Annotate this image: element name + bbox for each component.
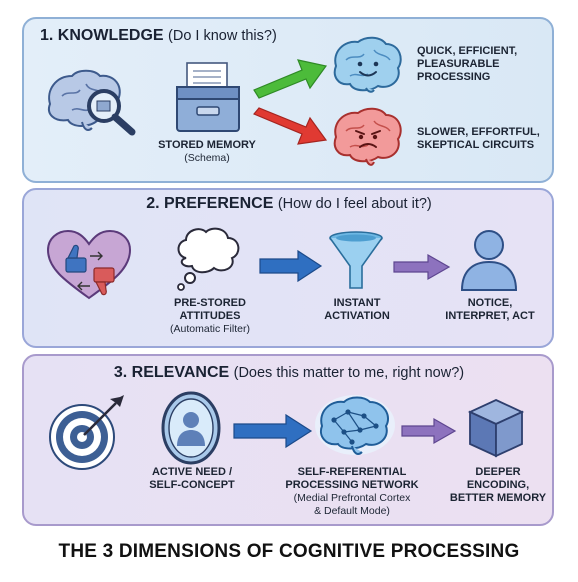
activation-line-2: ACTIVATION: [324, 310, 390, 322]
quick-processing-label: QUICK, EFFICIENT, PLEASURABLE PROCESSING: [417, 45, 517, 84]
knowledge-heading: 1. KNOWLEDGE: [40, 27, 164, 44]
heart-thumbs-icon: [46, 229, 132, 300]
notice-interpret-act-label: NOTICE, INTERPRET, ACT: [428, 297, 552, 323]
stored-memory-title: STORED MEMORY: [158, 139, 256, 151]
deeper-encoding-label: DEEPER ENCODING, BETTER MEMORY: [434, 466, 562, 505]
active-need-label: ACTIVE NEED / SELF-CONCEPT: [130, 466, 254, 492]
stored-memory-sub: (Schema): [184, 152, 230, 164]
network-line-2: PROCESSING NETWORK: [285, 479, 419, 491]
relevance-question: (Does this matter to me, right now?): [233, 365, 465, 381]
slower-processing-label: SLOWER, EFFORTFUL, SKEPTICAL CIRCUITS: [417, 126, 540, 152]
outcome-1-line-3: PROCESSING: [417, 71, 491, 83]
need-line-2: SELF-CONCEPT: [149, 479, 235, 491]
attitudes-line-2: ATTITUDES: [179, 310, 241, 322]
target-arrow-icon: [49, 395, 124, 470]
instant-activation-label: INSTANT ACTIVATION: [297, 297, 417, 323]
stored-memory-label: STORED MEMORY (Schema): [142, 139, 272, 165]
brain-magnifier-icon: [48, 69, 136, 136]
need-line-1: ACTIVE NEED /: [151, 466, 233, 478]
encoding-line-1: DEEPER: [475, 466, 521, 478]
purple-arrow-icon: [393, 253, 451, 281]
encoding-line-3: BETTER MEMORY: [449, 492, 547, 504]
outcome-1-line-2: PLEASURABLE: [417, 58, 500, 70]
blue-arrow-icon: [259, 249, 323, 283]
neural-brain-icon: [315, 395, 395, 455]
purple-arrow-icon-2: [401, 417, 457, 445]
preference-title: 2. PREFERENCE (How do I feel about it?): [0, 195, 578, 213]
preference-question: (How do I feel about it?): [277, 196, 432, 212]
notice-line-1: NOTICE,: [467, 297, 513, 309]
attitudes-line-1: PRE-STORED: [174, 297, 246, 309]
activation-line-1: INSTANT: [333, 297, 381, 309]
knowledge-title: 1. KNOWLEDGE (Do I know this?): [40, 27, 277, 45]
outcome-2-line-2: SKEPTICAL CIRCUITS: [417, 139, 535, 151]
mirror-self-icon: [161, 391, 221, 465]
funnel-icon: [329, 231, 383, 289]
pre-stored-attitudes-label: PRE-STORED ATTITUDES (Automatic Filter): [140, 297, 280, 336]
happy-brain-icon: [333, 36, 402, 93]
network-line-1: SELF-REFERENTIAL: [297, 466, 407, 478]
outcome-1-line-1: QUICK, EFFICIENT,: [417, 45, 518, 57]
thought-bubble-icon: [177, 227, 240, 291]
outcome-2-line-1: SLOWER, EFFORTFUL,: [417, 126, 540, 138]
relevance-title: 3. RELEVANCE (Does this matter to me, ri…: [0, 364, 578, 382]
network-sub-2: & Default Mode): [314, 505, 390, 517]
relevance-heading: 3. RELEVANCE: [113, 364, 230, 381]
blue-arrow-icon-2: [233, 413, 313, 449]
red-arrow-icon: [253, 107, 328, 145]
diagram-title: THE 3 DIMENSIONS OF COGNITIVE PROCESSING: [58, 541, 520, 562]
notice-line-2: INTERPRET, ACT: [445, 310, 535, 322]
encoding-line-2: ENCODING,: [466, 479, 530, 491]
file-drawer-icon: [176, 62, 240, 132]
cube-icon: [467, 399, 525, 458]
green-arrow-icon: [253, 59, 328, 99]
network-sub-1: (Medial Prefrontal Cortex: [293, 492, 411, 504]
person-icon: [460, 230, 518, 291]
attitudes-sub: (Automatic Filter): [170, 323, 250, 335]
stressed-brain-icon: [333, 107, 402, 166]
self-referential-network-label: SELF-REFERENTIAL PROCESSING NETWORK (Med…: [272, 466, 432, 518]
preference-heading: 2. PREFERENCE: [146, 195, 274, 212]
knowledge-question: (Do I know this?): [168, 28, 277, 44]
